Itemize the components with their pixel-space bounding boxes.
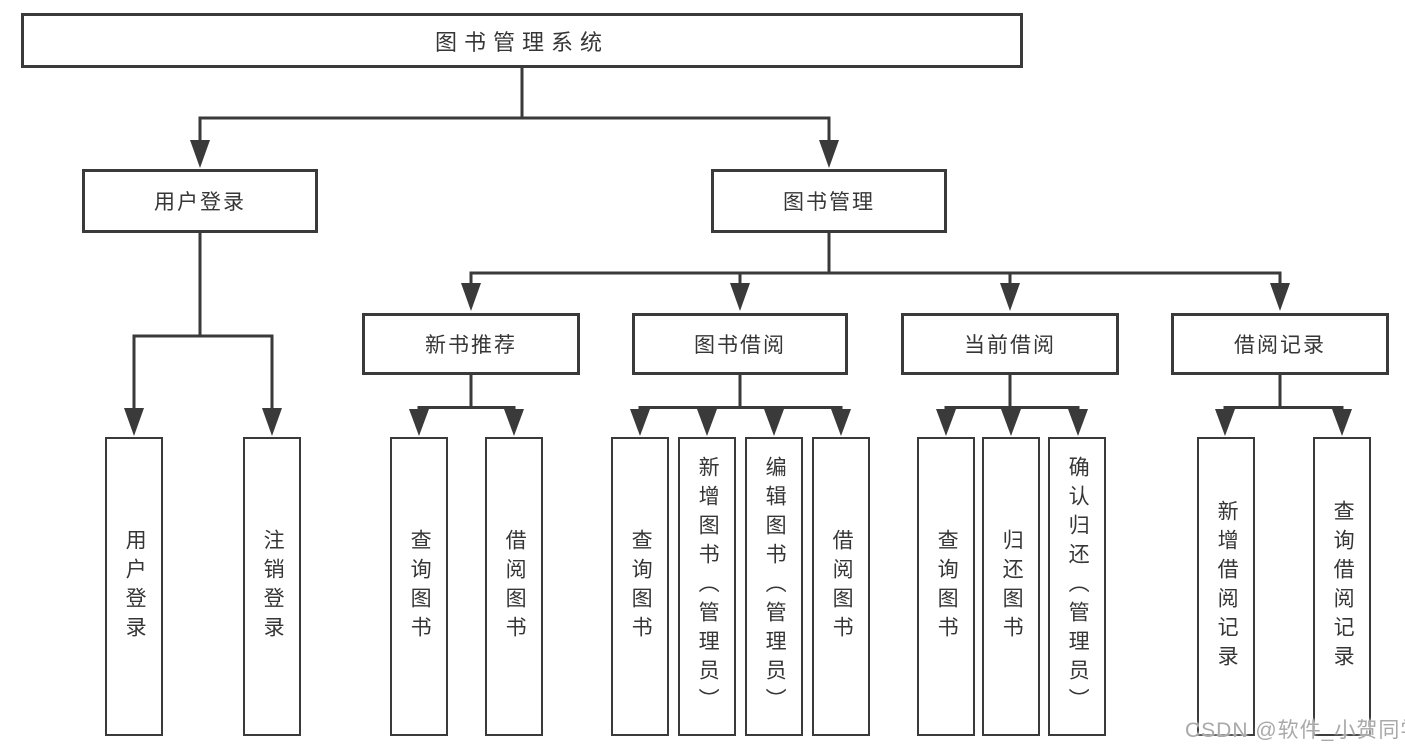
node-label: 用户登录 — [123, 528, 147, 645]
arrow-down-icon — [124, 408, 144, 436]
arrowheads — [124, 140, 1352, 436]
node-current-borrowing: 当前借阅 — [901, 313, 1119, 375]
arrow-down-icon — [190, 140, 210, 168]
watermark-text: CSDN @软件_小贺同学 — [1185, 719, 1405, 742]
node-label: 注销登录 — [261, 528, 285, 645]
node-borrowing-records: 借阅记录 — [1171, 313, 1389, 375]
node-add-books-admin-leaf: 新增图书（管理员） — [678, 437, 736, 736]
arrow-down-icon — [936, 409, 956, 436]
node-label: 借阅图书 — [503, 528, 527, 645]
node-label: 图书管理 — [783, 191, 875, 214]
node-label: 借阅图书 — [830, 528, 854, 645]
node-label: 查询图书 — [408, 528, 432, 645]
arrow-down-icon — [831, 409, 851, 436]
node-label: 新增借阅记录 — [1215, 499, 1239, 674]
node-label: 用户登录 — [154, 191, 246, 214]
arrow-down-icon — [819, 140, 839, 168]
node-label: 新书推荐 — [425, 334, 517, 357]
arrow-down-icon — [1000, 283, 1020, 311]
node-label: 查询图书 — [935, 528, 959, 645]
connector-strokes — [132, 68, 1344, 410]
node-book-management-branch: 图书管理 — [711, 169, 947, 233]
arrow-down-icon — [409, 409, 429, 436]
arrow-down-icon — [1215, 409, 1235, 436]
arrow-down-icon — [630, 409, 650, 436]
node-add-borrow-record-leaf: 新增借阅记录 — [1197, 437, 1255, 736]
node-query-books-leaf: 查询图书 — [390, 437, 448, 736]
node-label: 编辑图书（管理员） — [763, 456, 787, 717]
node-user-login-leaf: 用户登录 — [105, 437, 163, 736]
node-query-books-leaf: 查询图书 — [611, 437, 669, 736]
node-book-borrowing: 图书借阅 — [632, 313, 848, 375]
arrow-down-icon — [764, 409, 784, 436]
node-user-login-branch: 用户登录 — [82, 169, 318, 233]
node-confirm-return-admin-leaf: 确认归还（管理员） — [1048, 437, 1106, 736]
node-label: 确认归还（管理员） — [1066, 456, 1090, 717]
node-label: 图书借阅 — [694, 334, 786, 357]
node-label: 图书管理系统 — [434, 29, 609, 55]
node-return-books-leaf: 归还图书 — [982, 437, 1040, 736]
arrow-down-icon — [262, 408, 282, 436]
node-query-books-leaf: 查询图书 — [917, 437, 975, 736]
node-label: 新增图书（管理员） — [696, 456, 720, 717]
node-new-book-recommend: 新书推荐 — [362, 313, 580, 375]
arrow-down-icon — [1332, 409, 1352, 436]
node-label: 归还图书 — [1000, 528, 1024, 645]
node-library-management-system: 图书管理系统 — [21, 13, 1023, 68]
node-edit-books-admin-leaf: 编辑图书（管理员） — [745, 437, 803, 736]
node-label: 查询图书 — [629, 528, 653, 645]
node-logout-leaf: 注销登录 — [243, 437, 301, 736]
arrow-down-icon — [1068, 409, 1088, 436]
node-label: 查询借阅记录 — [1331, 499, 1355, 674]
node-label: 当前借阅 — [964, 334, 1056, 357]
arrow-down-icon — [730, 283, 750, 311]
arrow-down-icon — [461, 283, 481, 311]
arrow-down-icon — [697, 409, 717, 436]
arrow-down-icon — [1001, 409, 1021, 436]
arrow-down-icon — [1270, 283, 1290, 311]
node-borrow-books-leaf: 借阅图书 — [812, 437, 870, 736]
node-query-borrow-record-leaf: 查询借阅记录 — [1313, 437, 1371, 736]
node-label: 借阅记录 — [1234, 334, 1326, 357]
node-borrow-books-leaf: 借阅图书 — [485, 437, 543, 736]
arrow-down-icon — [504, 409, 524, 436]
